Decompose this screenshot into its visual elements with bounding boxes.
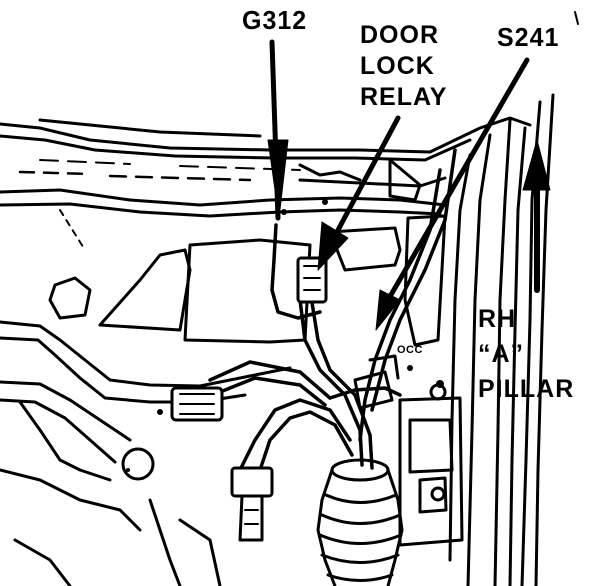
callout-g312: G312 [242,6,308,36]
callout-door-lock-relay-line-3: RELAY [360,83,448,111]
harness-connectors [170,256,328,542]
callout-rh-a-pillar-line-1: RH [478,305,517,333]
lower-bracket [353,354,464,547]
callout-s241: S241 [497,23,560,53]
harness-grommet [316,458,404,586]
callout-arrows [267,39,551,331]
fastener-details [126,199,444,472]
callout-rh-a-pillar-line-3: PILLAR [478,375,575,403]
component-marking: OCC [397,344,423,356]
a-pillar [448,11,579,586]
callout-door-lock-relay-line-1: DOOR [360,21,439,49]
callout-rh-a-pillar: RH “A” PILLAR [478,302,574,407]
callout-door-lock-relay: DOOR LOCK RELAY [360,20,447,113]
dash-panel [0,116,532,218]
lower-panel [0,320,292,586]
panel-openings [48,209,447,347]
callout-door-lock-relay-line-2: LOCK [360,52,435,80]
callout-rh-a-pillar-line-2: “A” [478,340,525,368]
